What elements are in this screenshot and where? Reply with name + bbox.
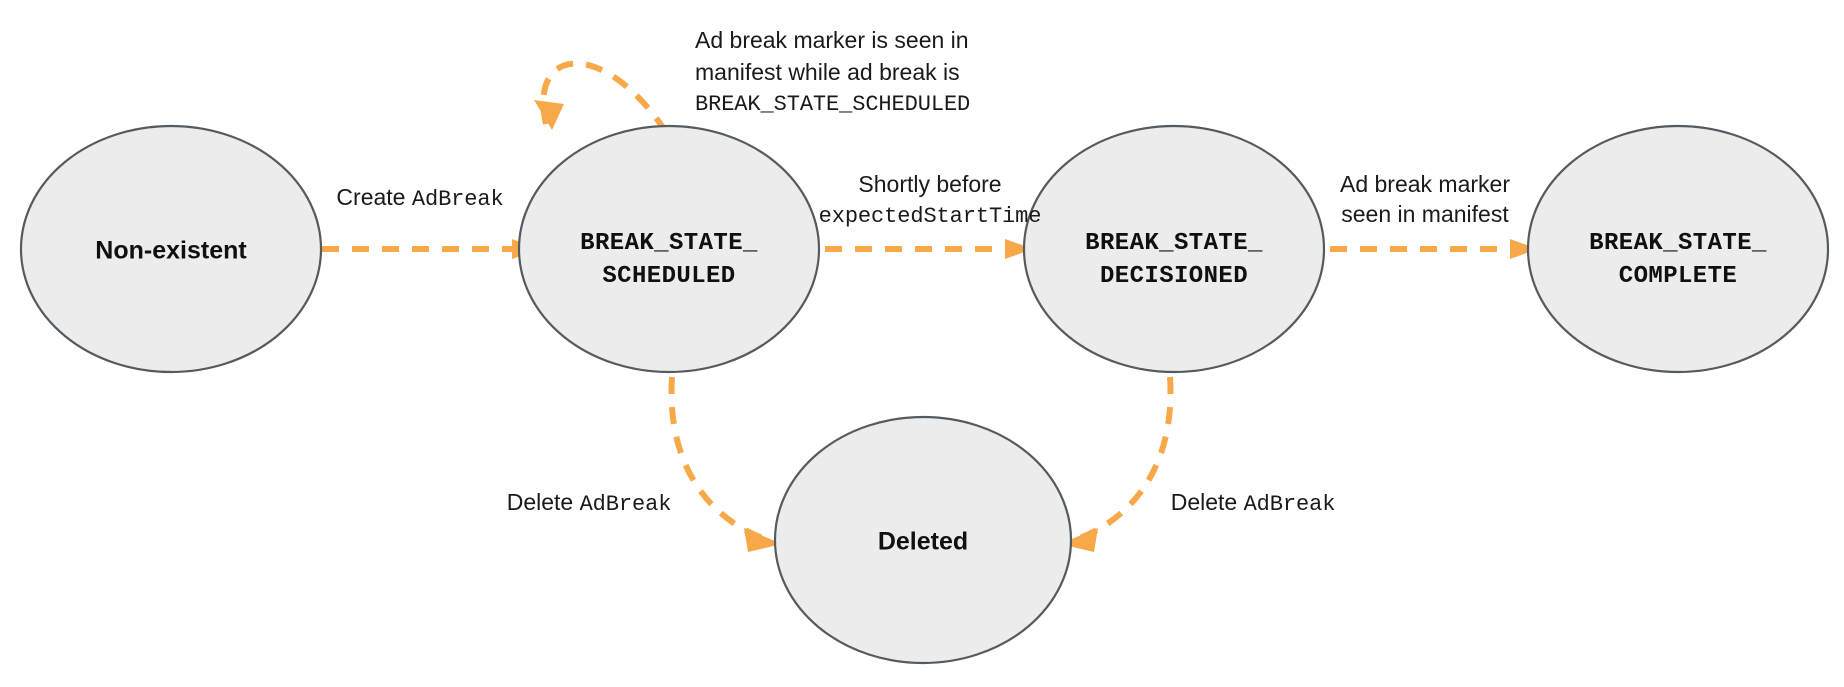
node-break-state-scheduled-label-line1: BREAK_STATE_ bbox=[580, 230, 758, 257]
edge-label-create-prefix: Create bbox=[336, 184, 411, 210]
edge-scheduled-to-decisioned bbox=[825, 239, 1033, 259]
edge-scheduled-to-deleted-line bbox=[668, 376, 769, 543]
edge-label-scheduled-to-decisioned: Shortly before expectedStartTime bbox=[819, 171, 1042, 229]
svg-text:Delete AdBreak: Delete AdBreak bbox=[1171, 489, 1336, 517]
edge-label-delete-left-code: AdBreak bbox=[580, 492, 672, 517]
edge-scheduled-self-loop-line bbox=[540, 60, 669, 134]
node-break-state-scheduled-shape bbox=[517, 124, 821, 374]
node-break-state-decisioned-shape bbox=[1022, 124, 1326, 374]
node-break-state-complete[interactable]: BREAK_STATE_ COMPLETE bbox=[1526, 124, 1830, 374]
node-deleted-label: Deleted bbox=[878, 528, 968, 556]
edge-label-selfloop-line3: BREAK_STATE_SCHEDULED bbox=[695, 92, 970, 117]
edge-scheduled-to-deleted bbox=[668, 376, 782, 552]
node-deleted[interactable]: Deleted bbox=[773, 415, 1073, 665]
edge-scheduled-to-decisioned-arrowhead bbox=[1005, 239, 1033, 259]
edge-decisioned-to-deleted-line bbox=[1073, 376, 1174, 543]
edge-label-marker-line2: seen in manifest bbox=[1341, 201, 1509, 227]
edge-scheduled-self-loop bbox=[534, 60, 669, 134]
edge-create-adbreak bbox=[322, 239, 540, 259]
edge-label-delete-right-code: AdBreak bbox=[1244, 492, 1336, 517]
node-break-state-complete-shape bbox=[1526, 124, 1830, 374]
node-break-state-decisioned[interactable]: BREAK_STATE_ DECISIONED bbox=[1022, 124, 1326, 374]
node-break-state-scheduled[interactable]: BREAK_STATE_ SCHEDULED bbox=[517, 124, 821, 374]
node-break-state-scheduled-label-line2: SCHEDULED bbox=[602, 263, 735, 290]
node-break-state-complete-label-line2: COMPLETE bbox=[1619, 263, 1737, 290]
edge-label-scheduled-to-deleted: Delete AdBreak bbox=[507, 489, 672, 517]
edge-label-delete-right-prefix: Delete bbox=[1171, 489, 1244, 515]
node-non-existent-shape bbox=[19, 124, 323, 374]
node-break-state-decisioned-label-line1: BREAK_STATE_ bbox=[1085, 230, 1263, 257]
edge-label-selfloop-line2: manifest while ad break is bbox=[695, 59, 960, 85]
edge-label-marker-line1: Ad break marker bbox=[1340, 171, 1510, 197]
node-non-existent-label: Non-existent bbox=[95, 237, 247, 265]
edge-label-create-adbreak: Create AdBreak bbox=[336, 184, 503, 212]
svg-text:Delete AdBreak: Delete AdBreak bbox=[507, 489, 672, 517]
edge-scheduled-to-deleted-arrowhead bbox=[744, 528, 782, 552]
edge-label-create-code: AdBreak bbox=[412, 187, 504, 212]
svg-text:Create AdBreak: Create AdBreak bbox=[336, 184, 503, 212]
node-deleted-shape bbox=[773, 415, 1073, 665]
edge-scheduled-self-loop-arrowhead bbox=[534, 100, 564, 130]
edge-label-delete-left-prefix: Delete bbox=[507, 489, 580, 515]
edge-decisioned-to-deleted bbox=[1060, 376, 1174, 552]
edge-label-selfloop-line1: Ad break marker is seen in bbox=[695, 27, 969, 53]
edge-label-decisioned-to-deleted: Delete AdBreak bbox=[1171, 489, 1336, 517]
edge-decisioned-to-complete-arrowhead bbox=[1510, 239, 1538, 259]
edge-label-decisioned-to-complete: Ad break marker seen in manifest bbox=[1340, 171, 1510, 227]
node-break-state-complete-label-line1: BREAK_STATE_ bbox=[1589, 230, 1767, 257]
edge-label-scheduled-self-loop: Ad break marker is seen in manifest whil… bbox=[695, 27, 970, 117]
edge-label-shortly-line1: Shortly before bbox=[858, 171, 1001, 197]
node-break-state-decisioned-label-line2: DECISIONED bbox=[1100, 263, 1248, 290]
edge-decisioned-to-complete bbox=[1330, 239, 1538, 259]
node-non-existent[interactable]: Non-existent bbox=[19, 124, 323, 374]
edge-label-shortly-line2: expectedStartTime bbox=[819, 204, 1042, 229]
